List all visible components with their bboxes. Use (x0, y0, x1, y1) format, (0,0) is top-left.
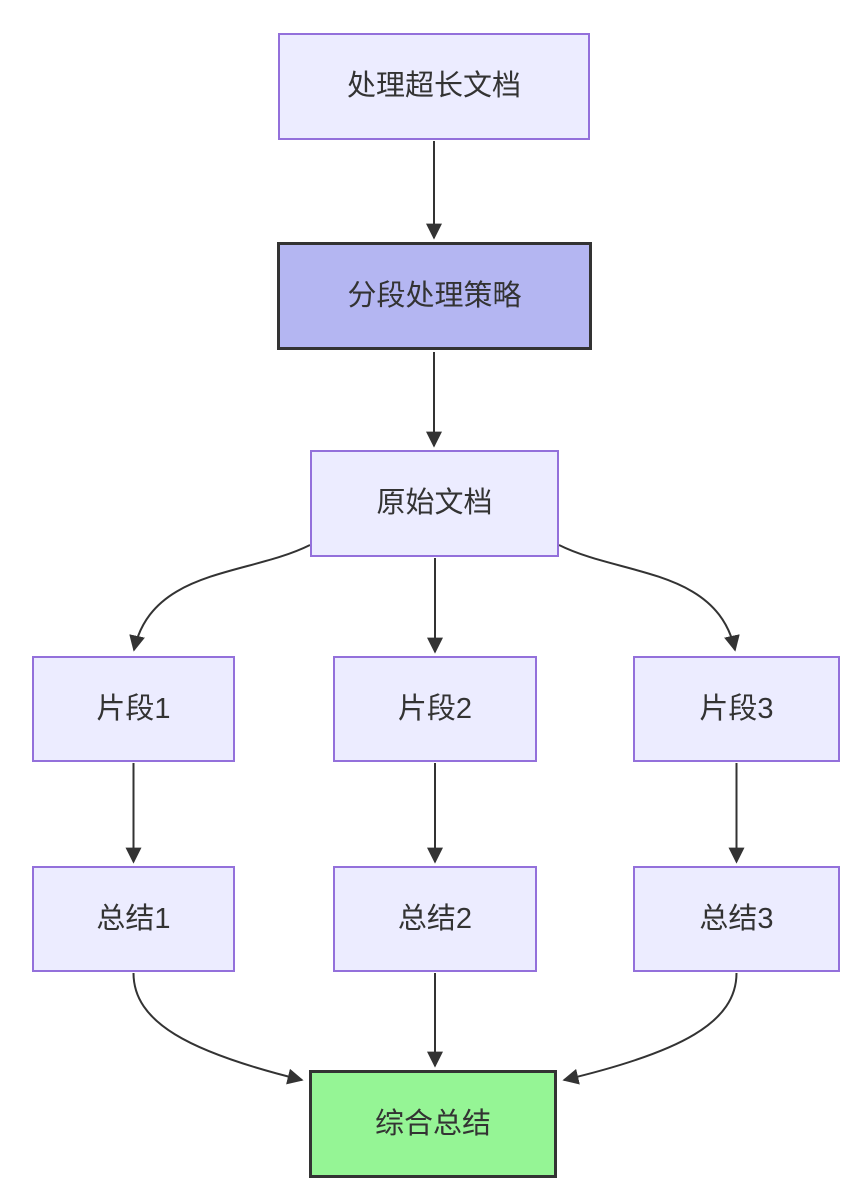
node-seg2: 片段2 (333, 656, 537, 762)
node-start: 处理超长文档 (278, 33, 590, 140)
node-sum3-label: 总结3 (699, 902, 774, 935)
node-doc: 原始文档 (310, 450, 559, 557)
node-final: 综合总结 (309, 1070, 557, 1178)
edge-sum1-final (132, 972, 304, 1085)
node-doc-label: 原始文档 (376, 487, 493, 520)
node-seg3-label: 片段3 (699, 692, 774, 725)
node-seg3: 片段3 (633, 656, 840, 762)
edge-doc-seg1 (129, 544, 311, 652)
node-strategy-label: 分段处理策略 (347, 279, 522, 312)
edge-doc-seg3 (558, 544, 740, 652)
node-sum3: 总结3 (633, 866, 840, 972)
node-sum1-label: 总结1 (96, 902, 171, 935)
node-seg1: 片段1 (32, 656, 235, 762)
node-sum2: 总结2 (333, 866, 537, 972)
node-final-label: 综合总结 (374, 1107, 491, 1140)
node-seg2-label: 片段2 (397, 692, 473, 725)
node-sum2-label: 总结2 (397, 902, 473, 935)
node-start-label: 处理超长文档 (346, 70, 521, 103)
node-strategy: 分段处理策略 (277, 242, 592, 350)
node-seg1-label: 片段1 (96, 692, 171, 725)
node-sum1: 总结1 (32, 866, 235, 972)
edge-sum3-final (562, 972, 738, 1085)
